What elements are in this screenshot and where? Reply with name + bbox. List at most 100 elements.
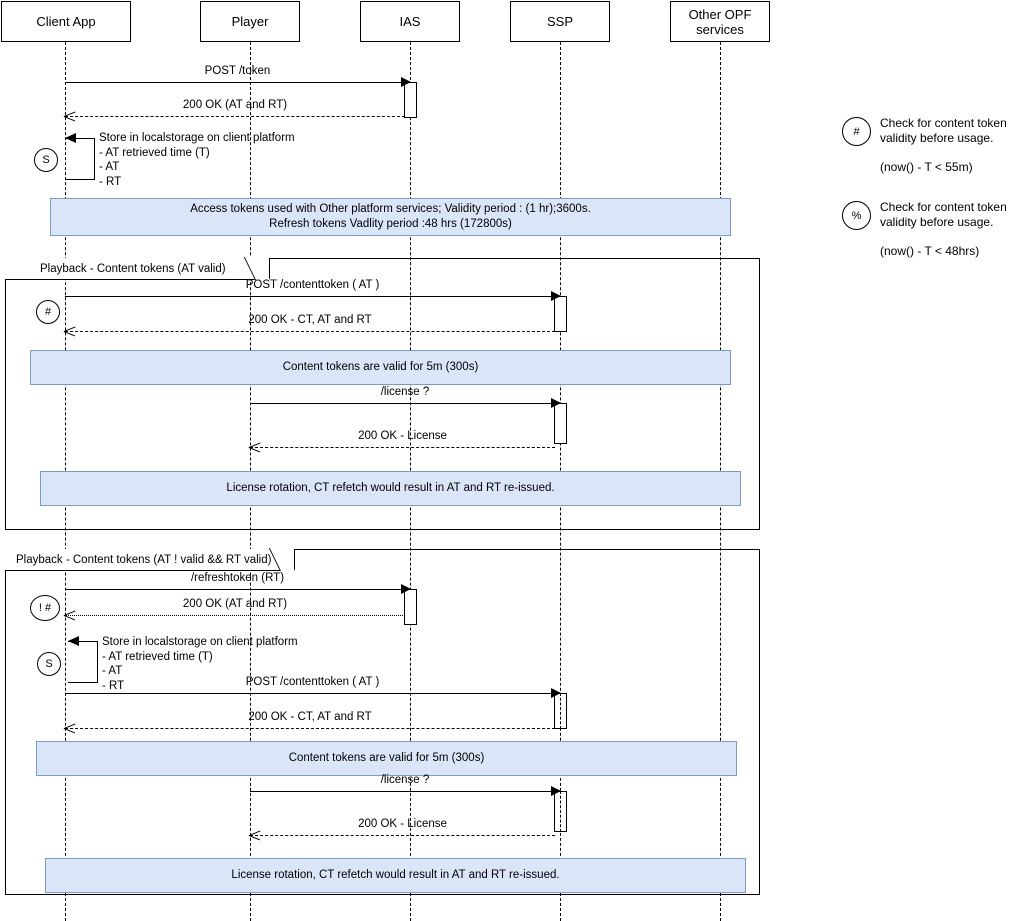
marker-label: S: [45, 658, 53, 670]
message-line: [65, 331, 555, 332]
arrowhead-right-icon: [551, 398, 561, 408]
message-label: 200 OK - CT, AT and RT: [248, 314, 372, 326]
note-text: License rotation, CT refetch would resul…: [226, 482, 555, 494]
note-access-token-validity: Access tokens used with Other platform s…: [50, 198, 731, 236]
arrowhead-right-icon: [551, 786, 561, 796]
message-label: 200 OK - CT, AT and RT: [248, 711, 372, 723]
message-line: [250, 835, 555, 836]
arrowhead-right-icon: [401, 77, 411, 87]
note-license-rotation-1: License rotation, CT refetch would resul…: [40, 471, 741, 506]
note-line-2: Refresh tokens Vadlity period :48 hrs (1…: [269, 218, 512, 230]
note-content-token-validity-2: Content tokens are valid for 5m (300s): [36, 741, 737, 776]
fragment-2-tab: [5, 548, 295, 571]
legend-description: Check for content token validity before …: [880, 200, 1007, 230]
marker-check-not-hash: ! #: [30, 595, 60, 621]
arrowhead-right-icon: [551, 291, 561, 301]
message-line: [65, 82, 410, 83]
self-message-text-2: Store in localstorage on client platform…: [102, 635, 298, 693]
participant-client-app[interactable]: Client App: [1, 1, 131, 42]
participant-ias[interactable]: IAS: [360, 1, 460, 42]
marker-label: ! #: [38, 602, 52, 614]
participant-label-line2: services: [696, 21, 744, 37]
participant-other-opf-services[interactable]: Other OPF services: [670, 1, 770, 42]
activation-ias-refreshtoken: [404, 589, 417, 625]
self-message-title: Store in localstorage on client platform: [102, 636, 298, 648]
self-message-bottom: [68, 682, 97, 683]
note-line-1: Access tokens used with Other platform s…: [190, 203, 591, 215]
fragment-playback-at-valid: [5, 258, 760, 530]
message-label: 200 OK (AT and RT): [182, 99, 288, 111]
legend-line-1: Check for content token: [880, 116, 1007, 130]
self-message-item: - AT: [99, 161, 120, 173]
fragment-playback-at-invalid-rt-valid: [5, 549, 760, 895]
self-message-top: [68, 641, 97, 642]
message-line: [65, 589, 410, 590]
self-message-store-1[interactable]: [65, 133, 95, 180]
legend-symbol: #: [853, 125, 860, 138]
marker-store-2: S: [37, 652, 61, 676]
self-message-right: [97, 641, 98, 683]
arrowhead-right-icon: [401, 584, 411, 594]
marker-store-1: S: [34, 148, 58, 172]
participant-ssp[interactable]: SSP: [510, 1, 610, 42]
legend-item-hash: # Check for content token validity befor…: [842, 113, 1017, 193]
activation-ias-token: [404, 82, 417, 118]
self-message-text-1: Store in localstorage on client platform…: [99, 131, 295, 189]
message-label: POST /token: [204, 65, 271, 77]
note-license-rotation-2: License rotation, CT refetch would resul…: [45, 858, 746, 893]
note-text: Content tokens are valid for 5m (300s): [282, 361, 479, 373]
fragment-1-tab: [5, 257, 270, 280]
participant-label: IAS: [399, 14, 421, 29]
message-line: [250, 403, 560, 404]
message-label: 200 OK - License: [358, 430, 447, 442]
legend-condition: (now() - T < 48hrs): [880, 244, 980, 258]
message-label: /license ?: [380, 386, 430, 398]
message-label: POST /contenttoken ( AT ): [245, 676, 380, 688]
legend-condition: (now() - T < 55m): [880, 160, 973, 174]
message-label: POST /contenttoken ( AT ): [245, 279, 380, 291]
self-message-bottom: [65, 179, 94, 180]
legend-item-percent: % Check for content token validity befor…: [842, 197, 1017, 277]
message-line: [250, 447, 555, 448]
fragment-1-label: Playback - Content tokens (AT valid): [40, 263, 226, 275]
self-message-store-2[interactable]: [68, 636, 98, 683]
message-line: [65, 693, 560, 694]
self-message-top: [65, 138, 94, 139]
marker-check-hash-1: #: [36, 300, 60, 324]
participant-player[interactable]: Player: [200, 1, 300, 42]
message-label: 200 OK - License: [358, 818, 447, 830]
note-text: Content tokens are valid for 5m (300s): [288, 752, 485, 764]
self-message-item: - RT: [99, 175, 122, 188]
legend-symbol: %: [851, 209, 862, 222]
message-line: [250, 791, 560, 792]
note-content-token-validity-1: Content tokens are valid for 5m (300s): [30, 350, 731, 385]
participant-label: Client App: [36, 14, 96, 29]
legend-description: Check for content token validity before …: [880, 116, 1007, 146]
lifeline-ssp-overlay-2: [560, 791, 561, 832]
fragment-tab-cut: [243, 257, 270, 280]
message-line: [65, 728, 555, 729]
legend-line-2: validity before usage.: [880, 131, 994, 145]
message-label: /refreshtoken (RT): [190, 572, 285, 584]
participant-label: Player: [231, 14, 269, 29]
note-text: License rotation, CT refetch would resul…: [231, 869, 560, 881]
legend-line-2: validity before usage.: [880, 215, 994, 229]
self-message-item: - AT retrieved time (T): [99, 146, 210, 159]
legend-percent-icon: %: [842, 201, 871, 230]
message-line: [65, 296, 560, 297]
activation-ssp-license-1: [554, 403, 567, 444]
message-line: [65, 116, 405, 117]
message-label: 200 OK (AT and RT): [182, 598, 288, 610]
self-message-title: Store in localstorage on client platform: [99, 132, 295, 144]
message-line: [65, 615, 405, 616]
self-message-right: [94, 138, 95, 180]
self-message-item: - AT: [102, 665, 123, 677]
self-message-item: - AT retrieved time (T): [102, 650, 213, 663]
marker-label: #: [44, 306, 52, 318]
arrowhead-left-icon: [68, 636, 79, 646]
participant-label: SSP: [546, 14, 573, 29]
legend-line-1: Check for content token: [880, 200, 1007, 214]
activation-ssp-contenttoken-1: [554, 296, 567, 332]
self-message-item: - RT: [102, 679, 125, 692]
arrowhead-right-icon: [551, 688, 561, 698]
